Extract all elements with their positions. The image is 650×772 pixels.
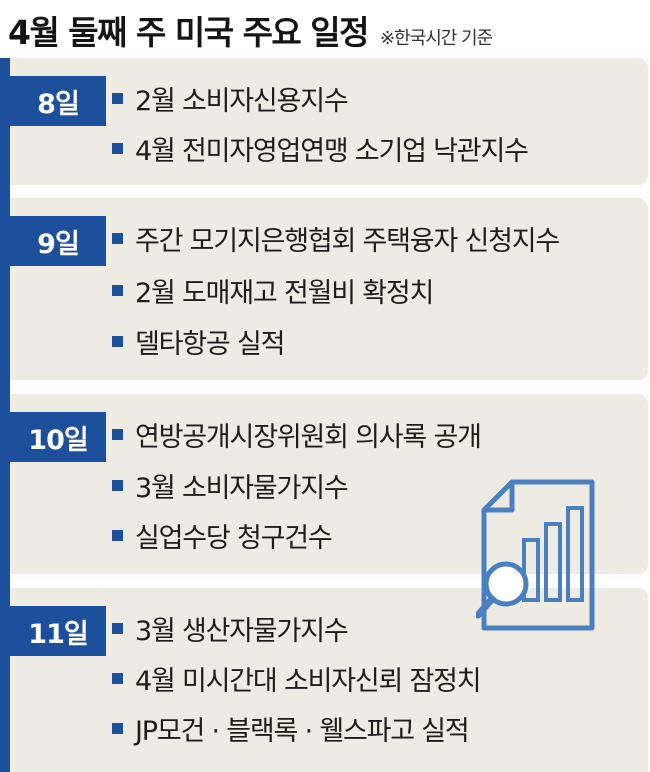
event-item: 실업수당 청구건수 xyxy=(112,513,333,557)
event-text: 실업수당 청구건수 xyxy=(135,522,333,554)
event-text: 2월 소비자신용지수 xyxy=(135,85,349,117)
event-text: 3월 소비자물가지수 xyxy=(135,472,349,504)
timeline-bar xyxy=(0,58,10,772)
event-item: 4월 미시간대 소비자신뢰 잠정치 xyxy=(112,656,482,700)
event-item: JP모건 · 블랙록 · 웰스파고 실적 xyxy=(112,706,470,750)
header: 4월 둘째 주 미국 주요 일정 ※한국시간 기준 xyxy=(8,6,493,54)
bullet-icon xyxy=(112,142,123,154)
day-block-8: 8일 2월 소비자신용지수 4월 전미자영업연맹 소기업 낙관지수 xyxy=(10,58,648,185)
document-chart-magnifier-icon xyxy=(476,479,595,631)
bullet-icon xyxy=(112,335,123,347)
day-label: 11일 xyxy=(10,606,106,656)
event-text: 주간 모기지은행협회 주택융자 신청지수 xyxy=(135,225,560,257)
event-item: 주간 모기지은행협회 주택융자 신청지수 xyxy=(112,216,560,260)
event-text: 4월 전미자영업연맹 소기업 낙관지수 xyxy=(135,135,529,167)
event-item: 4월 전미자영업연맹 소기업 낙관지수 xyxy=(112,126,529,170)
day-label: 8일 xyxy=(10,76,106,126)
event-text: 델타항공 실적 xyxy=(135,328,285,360)
event-item: 델타항공 실적 xyxy=(112,319,285,363)
event-text: 연방공개시장위원회 의사록 공개 xyxy=(135,421,482,453)
bullet-icon xyxy=(112,622,123,634)
day-block-10: 10일 연방공개시장위원회 의사록 공개 3월 소비자물가지수 실업수당 청구건… xyxy=(10,394,648,574)
day-block-11: 11일 3월 생산자물가지수 4월 미시간대 소비자신뢰 잠정치 JP모건 · … xyxy=(10,588,648,772)
day-label: 9일 xyxy=(10,216,106,266)
bullet-icon xyxy=(112,529,123,541)
event-item: 2월 소비자신용지수 xyxy=(112,76,349,120)
event-text: 2월 도매재고 전월비 확정치 xyxy=(135,277,434,309)
event-item: 3월 소비자물가지수 xyxy=(112,463,349,507)
event-item: 3월 생산자물가지수 xyxy=(112,606,349,650)
event-item: 연방공개시장위원회 의사록 공개 xyxy=(112,412,482,456)
bullet-icon xyxy=(112,232,123,244)
event-text: 4월 미시간대 소비자신뢰 잠정치 xyxy=(135,665,482,697)
timezone-note: ※한국시간 기준 xyxy=(380,28,493,49)
bullet-icon xyxy=(112,284,123,296)
day-label: 10일 xyxy=(10,412,106,462)
bullet-icon xyxy=(112,672,123,684)
page-title: 4월 둘째 주 미국 주요 일정 xyxy=(8,13,370,52)
bullet-icon xyxy=(112,479,123,491)
event-text: 3월 생산자물가지수 xyxy=(135,615,349,647)
event-item: 2월 도매재고 전월비 확정치 xyxy=(112,268,434,312)
bullet-icon xyxy=(112,92,123,104)
day-block-9: 9일 주간 모기지은행협회 주택융자 신청지수 2월 도매재고 전월비 확정치 … xyxy=(10,198,648,380)
event-text: JP모건 · 블랙록 · 웰스파고 실적 xyxy=(135,715,470,747)
bullet-icon xyxy=(112,722,123,734)
bullet-icon xyxy=(112,428,123,440)
